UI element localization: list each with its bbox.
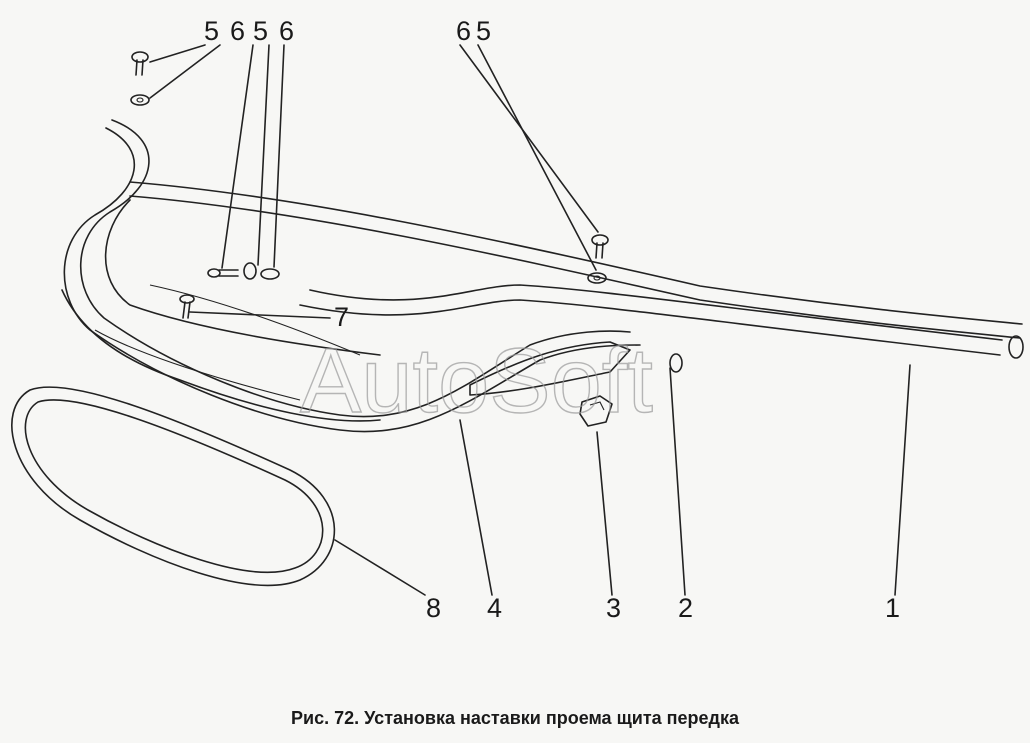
seal-part-8 <box>11 386 336 587</box>
callout-5b: 5 <box>253 16 268 46</box>
callout-3: 3 <box>606 593 621 623</box>
washer-mid <box>243 262 280 280</box>
callout-1: 1 <box>885 593 900 623</box>
callout-2: 2 <box>678 593 693 623</box>
callout-4: 4 <box>487 593 502 623</box>
callout-7: 7 <box>334 302 349 332</box>
callout-6b: 6 <box>279 16 294 46</box>
callout-6c: 6 <box>456 16 471 46</box>
figure-caption: Рис. 72. Установка наставки проема щита … <box>291 708 739 728</box>
screw-mid <box>207 268 239 278</box>
washer-top-right <box>587 272 607 284</box>
screw-top-left <box>131 51 149 76</box>
washer-top-left <box>130 94 150 106</box>
screw-top-right <box>591 234 609 259</box>
callout-5a: 5 <box>204 16 219 46</box>
rail-part-1 <box>129 181 1024 359</box>
frame-part-4 <box>61 119 683 433</box>
callout-8: 8 <box>426 593 441 623</box>
watermark: AutoSoft <box>300 330 653 432</box>
screw-7 <box>179 294 195 319</box>
callout-5c: 5 <box>476 16 491 46</box>
callout-6a: 6 <box>230 16 245 46</box>
leader-lines <box>149 44 911 596</box>
clip-part-3 <box>579 395 613 427</box>
